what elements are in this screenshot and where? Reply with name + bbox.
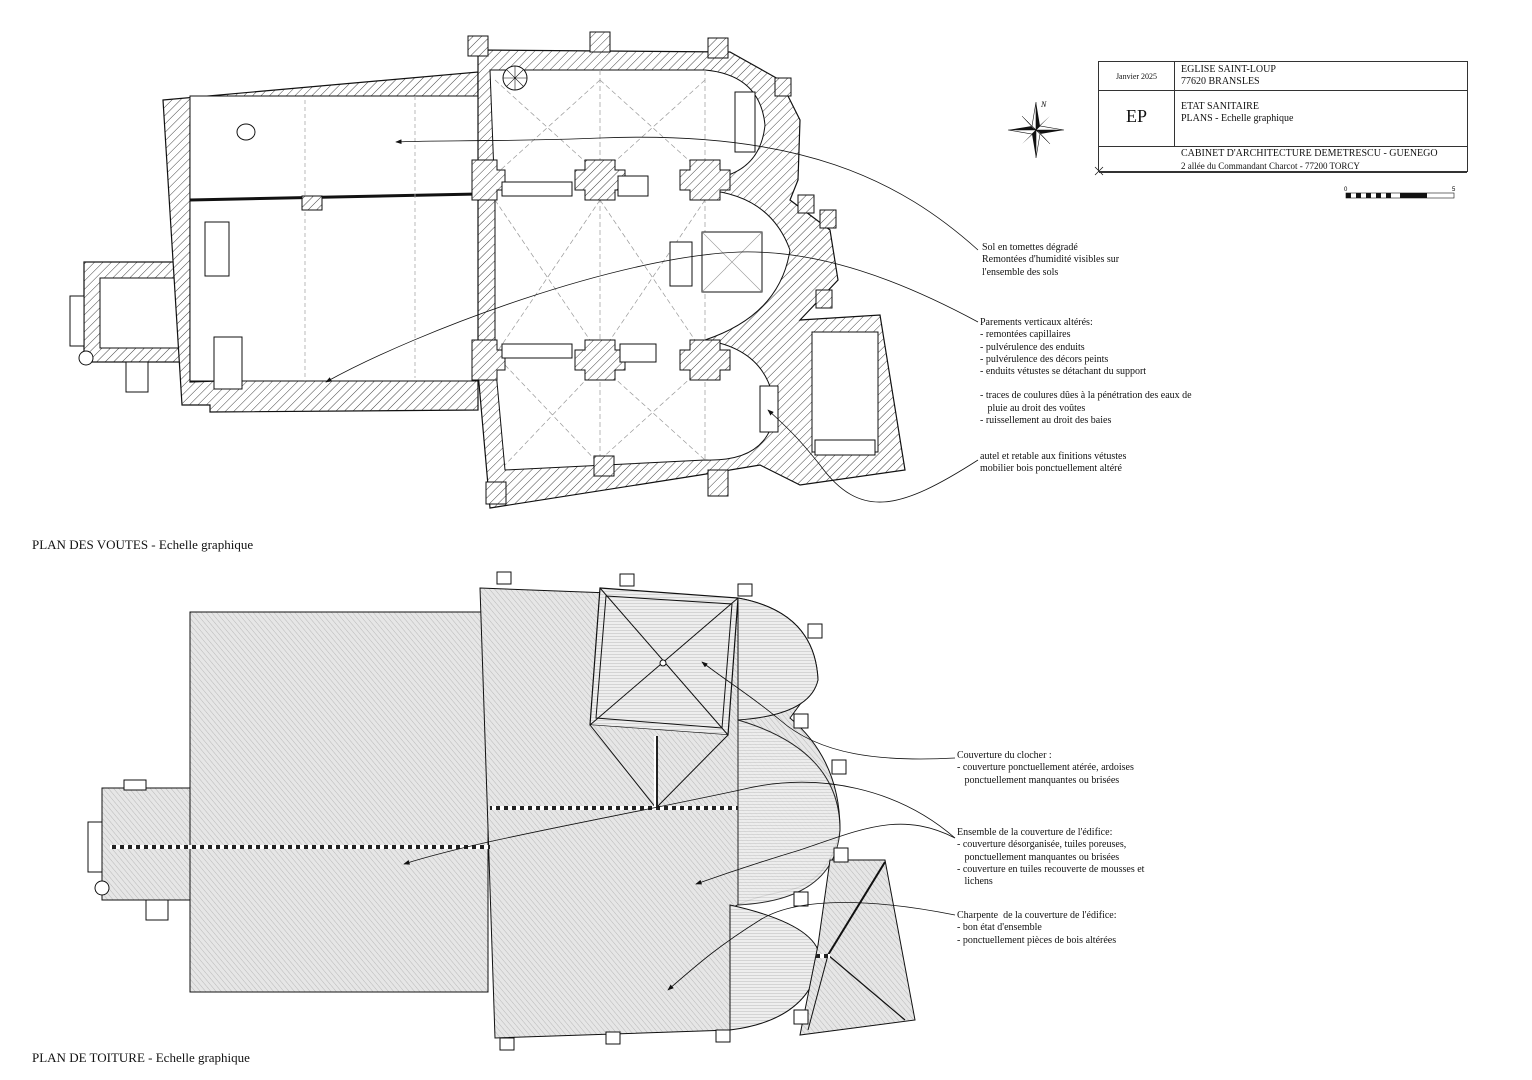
nave-roof	[189, 611, 489, 993]
annotation-line: - ponctuellement pièces de bois altérées	[957, 934, 1117, 946]
annotation-line: - bon état d'ensemble	[957, 922, 1042, 934]
scale-bar	[1345, 192, 1455, 199]
annotation-line: - couverture désorganisée, tuiles poreus…	[957, 839, 1127, 851]
scale-start: 0	[1344, 187, 1348, 193]
annotation-line: - enduits vétustes se détachant du suppo…	[980, 366, 1147, 378]
annotation-line: - couverture ponctuellement atérée, ardo…	[957, 762, 1134, 774]
drawing-date: Janvier 2025	[1115, 72, 1158, 81]
annotation-line: pluie au droit des voûtes	[980, 402, 1086, 414]
annotation-floor: Sol en tomettes dégradé Remontées d'humi…	[982, 242, 1119, 279]
annotation-line: - couverture en tuiles recouverte de mou…	[957, 863, 1145, 875]
phase-code: EP	[1125, 106, 1147, 126]
architect-name: CABINET D'ARCHITECTURE DEMETRESCU - GUEN…	[1181, 148, 1438, 159]
annotation-line: - ruissellement au droit des baies	[980, 415, 1112, 427]
title-block-row-architect: CABINET D'ARCHITECTURE DEMETRESCU - GUEN…	[1099, 147, 1467, 173]
annotation-building-roof: Ensemble de la couverture de l'édifice: …	[957, 827, 1144, 888]
scale-end: 5	[1452, 187, 1456, 193]
annotation-line: mobilier bois ponctuellement altéré	[980, 463, 1122, 475]
annotation-line: l'ensemble des sols	[982, 266, 1059, 278]
document-title: ETAT SANITAIRE	[1181, 101, 1259, 112]
annotation-line: Remontées d'humidité visibles sur	[982, 254, 1120, 266]
annotation-line: Charpente de la couverture de l'édifice:	[957, 910, 1117, 921]
annotation-walls: Parements verticaux altérés: - remontées…	[980, 317, 1192, 427]
roof-plan	[87, 571, 916, 1051]
title-block-row-project: Janvier 2025 EGLISE SAINT-LOUP 77620 BRA…	[1099, 62, 1467, 91]
annotation-line: - traces de coulures dûes à la pénétrati…	[980, 390, 1192, 402]
roof-leaders	[403, 661, 956, 991]
bell-tower-roof	[589, 587, 739, 809]
west-porch	[69, 261, 185, 393]
annotation-line: Couverture du clocher :	[957, 750, 1052, 761]
main-roof	[479, 587, 916, 1039]
ridge-lines	[110, 736, 830, 958]
annotation-line	[980, 378, 1192, 390]
annotation-frame: Charpente de la couverture de l'édifice:…	[957, 910, 1117, 947]
annotation-line: - remontées capillaires	[980, 329, 1071, 341]
title-block: Janvier 2025 EGLISE SAINT-LOUP 77620 BRA…	[1098, 61, 1468, 173]
chancel	[471, 49, 906, 509]
annotation-line: ponctuellement manquantes ou brisées	[957, 774, 1120, 786]
plan-title-voutes: PLAN DES VOUTES - Echelle graphique	[32, 537, 254, 552]
annotation-line: Parements verticaux altérés:	[980, 317, 1093, 328]
nave	[162, 71, 479, 413]
annotation-bell-tower-roof: Couverture du clocher : - couverture pon…	[957, 750, 1134, 787]
annotation-furniture: autel et retable aux finitions vétustes …	[980, 451, 1126, 476]
church-name: EGLISE SAINT-LOUP	[1181, 64, 1276, 75]
compass-rose-icon	[1007, 101, 1065, 159]
architect-address: 2 allée du Commandant Charcot - 77200 TO…	[1181, 161, 1360, 171]
north-label: N	[1040, 100, 1047, 109]
church-location: 77620 BRANSLES	[1181, 76, 1260, 87]
title-block-divider	[1174, 62, 1175, 146]
annotation-line: - pulvérulence des décors peints	[980, 353, 1109, 365]
vault-leaders	[325, 136, 979, 503]
annotation-line: - pulvérulence des enduits	[980, 341, 1085, 353]
annotation-line: lichens	[957, 876, 993, 888]
plan-title-toiture: PLAN DE TOITURE - Echelle graphique	[32, 1050, 250, 1065]
annotation-line: Sol en tomettes dégradé	[982, 242, 1078, 253]
annotation-line: autel et retable aux finitions vétustes	[980, 451, 1127, 462]
vault-plan	[69, 31, 906, 509]
title-block-row-document: EP ETAT SANITAIRE PLANS - Echelle graphi…	[1099, 91, 1467, 147]
annotation-line: Ensemble de la couverture de l'édifice:	[957, 827, 1113, 838]
annotation-line: ponctuellement manquantes ou brisées	[957, 851, 1120, 863]
document-subtitle: PLANS - Echelle graphique	[1181, 113, 1294, 124]
